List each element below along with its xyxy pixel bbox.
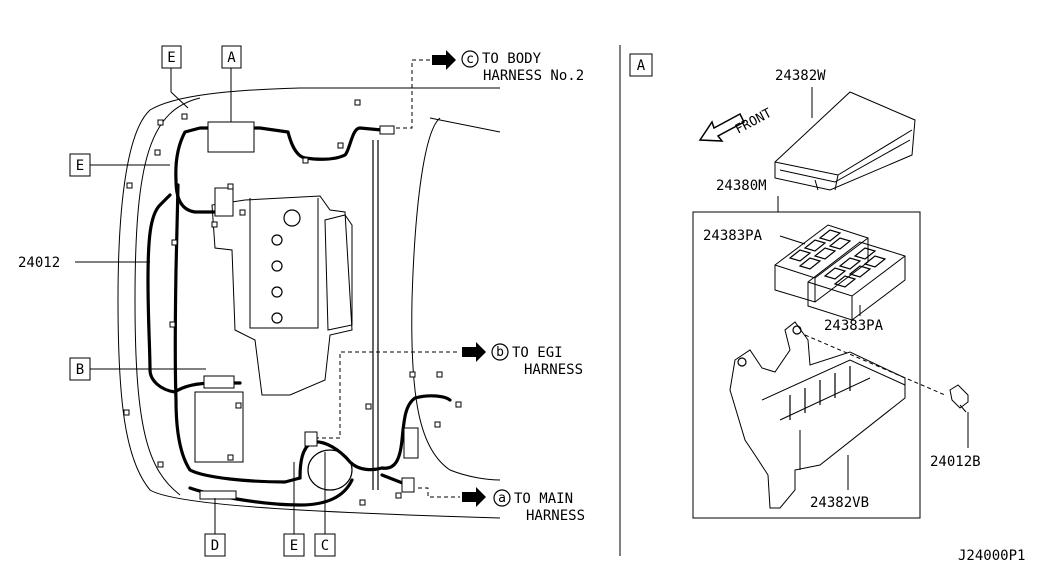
callout-b: B	[76, 362, 84, 378]
terminal-markers	[123, 99, 462, 506]
to-body-label: TO BODY	[482, 51, 542, 67]
diagram-id: J24000P1	[958, 548, 1025, 564]
part-number-24383pa-1: 24383PA	[703, 228, 763, 244]
callout-c: C	[321, 538, 329, 554]
to-main-harness-label: HARNESS	[526, 508, 585, 524]
part-number-24012: 24012	[18, 255, 60, 271]
fuse-box-detail-view: A FRONT 24382W 24380M 24383PA 24383PA	[629, 53, 981, 519]
arrow-to-body	[432, 50, 456, 70]
part-number-24380m: 24380M	[716, 178, 767, 194]
to-main-label: TO MAIN	[514, 491, 573, 507]
engine-room-view: A E E B D E C 24012 c TO BODY HARNESS No…	[18, 45, 585, 557]
part-number-24382vb: 24382VB	[810, 495, 869, 511]
front-arrow-icon	[698, 112, 745, 142]
front-label: FRONT	[733, 106, 775, 138]
part-number-24383pa-2: 24383PA	[824, 318, 884, 334]
marker-c: c	[466, 52, 474, 67]
callout-e-mid: E	[76, 158, 84, 174]
callout-e-bottom: E	[290, 538, 298, 554]
part-number-24382w: 24382W	[775, 68, 826, 84]
to-egi-harness-label: HARNESS	[524, 362, 583, 378]
callout-e-top: E	[167, 50, 175, 66]
callout-d: D	[211, 538, 219, 554]
arrow-to-main	[462, 487, 486, 507]
section-label-a: A	[637, 58, 646, 74]
arrow-to-egi	[462, 342, 486, 362]
marker-a: a	[498, 491, 506, 506]
part-number-24012b: 24012B	[930, 454, 981, 470]
to-egi-label: TO EGI	[512, 345, 563, 361]
marker-b: b	[496, 345, 504, 360]
callout-a-top: A	[227, 50, 236, 66]
to-body-harness-label: HARNESS No.2	[483, 68, 584, 84]
